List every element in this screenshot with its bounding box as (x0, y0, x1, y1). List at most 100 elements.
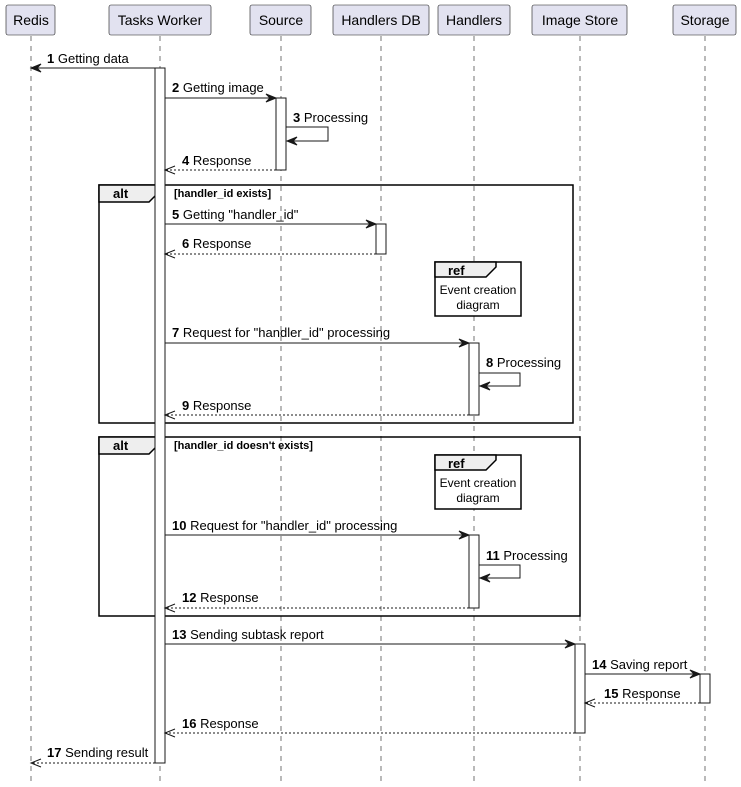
message-text: Sending subtask report (186, 627, 324, 642)
message-arrow (286, 126, 329, 142)
message-label: 13 Sending subtask report (172, 627, 324, 642)
arrow-head (265, 93, 278, 103)
arrow-head (29, 758, 42, 768)
arrow-head (689, 669, 702, 679)
message-label: 9 Response (182, 398, 251, 413)
message-number: 12 (182, 590, 196, 605)
ref-tab (434, 261, 497, 278)
message-number: 7 (172, 325, 179, 340)
message-text: Getting "handler_id" (179, 207, 298, 222)
message-number: 16 (182, 716, 196, 731)
message-number: 8 (486, 355, 493, 370)
arrow-head (163, 728, 176, 738)
message-label: 3 Processing (293, 110, 368, 125)
participant-label-handlers-db: Handlers DB (341, 12, 420, 28)
arrow-head (478, 573, 491, 583)
message-text: Getting data (54, 51, 129, 66)
arrow-head (163, 249, 176, 259)
message-number: 2 (172, 80, 179, 95)
arrow-head (583, 698, 596, 708)
message-text: Response (189, 236, 251, 251)
arrow-head (285, 136, 298, 146)
message-text: Response (196, 716, 258, 731)
participant-box-storage (672, 4, 737, 36)
arrow-head (365, 219, 378, 229)
message-number: 6 (182, 236, 189, 251)
alt-keyword: alt (113, 438, 129, 453)
participant-box-redis (5, 4, 56, 36)
ref-keyword: ref (448, 456, 465, 471)
message-text: Request for "handler_id" processing (186, 518, 397, 533)
participant-box-source (249, 4, 312, 36)
message-number: 5 (172, 207, 179, 222)
message-label: 6 Response (182, 236, 251, 251)
participants: Redis Tasks Worker Source Handlers DB Handle… (5, 4, 737, 36)
participant-label-image-store: Image Store (542, 12, 618, 28)
message-number: 15 (604, 686, 618, 701)
message-label: 8 Processing (486, 355, 561, 370)
message-number: 11 (486, 548, 500, 563)
ref-text: diagram (456, 491, 499, 505)
message-label: 1 Getting data (47, 51, 129, 66)
message-number: 4 (182, 153, 190, 168)
alt-frame (98, 184, 574, 424)
arrow-head (163, 165, 176, 175)
message-text: Processing (493, 355, 561, 370)
alt-tab (98, 184, 160, 203)
message-label: 17 Sending result (47, 745, 149, 760)
message-number: 3 (293, 110, 300, 125)
participant-box-image-store (531, 4, 628, 36)
arrow-head (29, 63, 42, 73)
participant-label-storage: Storage (680, 12, 729, 28)
ref-text: Event creation (440, 283, 517, 297)
activation-bar (154, 67, 166, 764)
message-text: Response (189, 398, 251, 413)
arrow-head (478, 381, 491, 391)
arrow-head (458, 338, 471, 348)
activation-bar (699, 673, 711, 704)
ref-text: Event creation (440, 476, 517, 490)
participant-label-handlers: Handlers (446, 12, 502, 28)
activation-bar (375, 223, 387, 255)
message-number: 9 (182, 398, 189, 413)
message-arrow (479, 564, 521, 579)
activation-bar (574, 643, 586, 734)
message-text: Response (189, 153, 251, 168)
message-number: 14 (592, 657, 607, 672)
participant-box-tasks-worker (108, 4, 212, 36)
message-label: 5 Getting "handler_id" (172, 207, 299, 222)
arrow-head (163, 410, 176, 420)
message-label: 2 Getting image (172, 80, 264, 95)
alt-guard: [handler_id exists] (174, 188, 272, 200)
message-arrow (479, 372, 521, 387)
arrow-head (458, 530, 471, 540)
message-text: Saving report (606, 657, 687, 672)
participant-label-source: Source (259, 12, 304, 28)
message-text: Processing (500, 548, 568, 563)
ref-text: diagram (456, 298, 499, 312)
message-text: Request for "handler_id" processing (179, 325, 390, 340)
participant-label-tasks-worker: Tasks Worker (118, 12, 203, 28)
ref-tab (434, 454, 497, 471)
message-label: 7 Request for "handler_id" processing (172, 325, 390, 340)
participant-box-handlers-db (332, 4, 430, 36)
message-text: Sending result (61, 745, 148, 760)
activation-bar (468, 342, 480, 416)
arrow-head (163, 603, 176, 613)
activation-bar (275, 97, 287, 171)
messages: 1 Getting data 2 Getting image 3 Processin… (29, 51, 702, 768)
alt-keyword: alt (113, 186, 129, 201)
message-number: 13 (172, 627, 186, 642)
alt-frame (98, 436, 581, 617)
message-number: 17 (47, 745, 61, 760)
fragment-frames: alt[handler_id exists]alt[handler_id doe… (98, 184, 581, 617)
message-label: 4 Response (182, 153, 251, 168)
participant-label-redis: Redis (13, 12, 49, 28)
message-number: 10 (172, 518, 186, 533)
activation-bar (468, 534, 480, 609)
message-label: 11 Processing (486, 548, 568, 563)
message-number: 1 (47, 51, 54, 66)
message-label: 14 Saving report (592, 657, 688, 672)
arrow-head (564, 639, 577, 649)
